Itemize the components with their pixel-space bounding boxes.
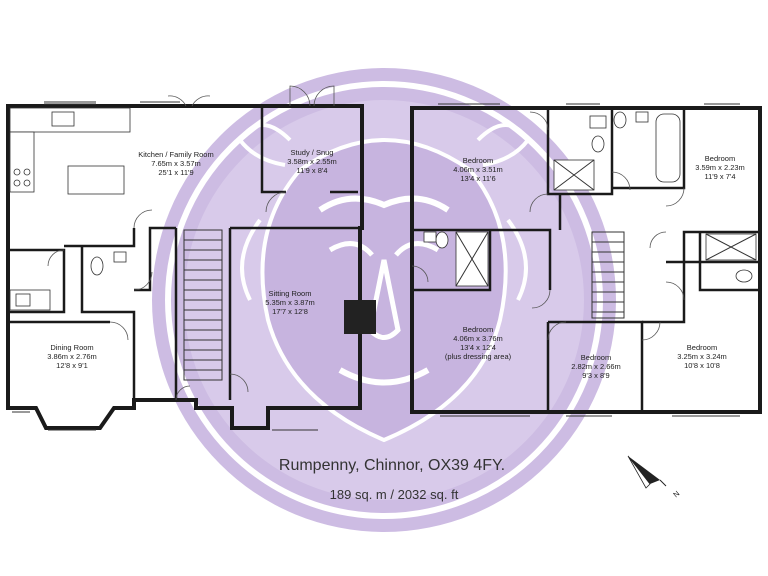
wc-fixtures xyxy=(90,251,127,276)
svg-text:3.25m x 3.24m: 3.25m x 3.24m xyxy=(677,352,727,361)
svg-text:Kitchen / Family Room: Kitchen / Family Room xyxy=(138,150,213,159)
ground-floor xyxy=(6,85,376,431)
fireplace xyxy=(344,300,376,334)
room-label-bedroom-3: Bedroom 4.06m x 3.76m 13'4 x 12'4 (plus … xyxy=(445,325,512,361)
property-area: 189 sq. m / 2032 sq. ft xyxy=(330,487,459,502)
svg-text:5.35m x 3.87m: 5.35m x 3.87m xyxy=(265,298,315,307)
svg-text:9'3 x 8'9: 9'3 x 8'9 xyxy=(582,371,609,380)
staircase xyxy=(183,229,223,381)
first-floor xyxy=(410,103,762,417)
room-label-bedroom-2: Bedroom 3.59m x 2.23m 11'9 x 7'4 xyxy=(695,154,745,181)
svg-text:4.06m x 3.76m: 4.06m x 3.76m xyxy=(453,334,503,343)
svg-text:17'7 x 12'8: 17'7 x 12'8 xyxy=(272,307,308,316)
room-label-bedroom-5: Bedroom 3.25m x 3.24m 10'8 x 10'8 xyxy=(677,343,727,370)
svg-text:11'9 x 7'4: 11'9 x 7'4 xyxy=(704,172,735,181)
room-label-bedroom-4: Bedroom 2.82m x 2.66m 9'3 x 8'9 xyxy=(571,353,621,380)
kitchen-units xyxy=(9,107,131,311)
svg-text:13'4 x 11'6: 13'4 x 11'6 xyxy=(460,174,495,183)
svg-text:Bedroom: Bedroom xyxy=(463,156,493,165)
svg-text:12'8 x 9'1: 12'8 x 9'1 xyxy=(56,361,88,370)
svg-text:3.59m x 2.23m: 3.59m x 2.23m xyxy=(695,163,745,172)
svg-text:2.82m x 2.66m: 2.82m x 2.66m xyxy=(571,362,621,371)
svg-text:Bedroom: Bedroom xyxy=(581,353,611,362)
svg-text:Bedroom: Bedroom xyxy=(705,154,735,163)
landing-stairs xyxy=(591,231,625,319)
svg-text:(plus dressing area): (plus dressing area) xyxy=(445,352,512,361)
svg-text:Sitting Room: Sitting Room xyxy=(269,289,312,298)
svg-text:Dining Room: Dining Room xyxy=(50,343,93,352)
svg-text:4.06m x 3.51m: 4.06m x 3.51m xyxy=(453,165,503,174)
svg-text:13'4 x 12'4: 13'4 x 12'4 xyxy=(460,343,496,352)
svg-text:Bedroom: Bedroom xyxy=(463,325,493,334)
svg-text:3.86m x 2.76m: 3.86m x 2.76m xyxy=(47,352,97,361)
property-address: Rumpenny, Chinnor, OX39 4FY. xyxy=(279,457,505,474)
compass-icon: N xyxy=(627,455,681,499)
svg-text:Study / Snug: Study / Snug xyxy=(291,148,334,157)
svg-text:3.58m x 2.55m: 3.58m x 2.55m xyxy=(287,157,337,166)
room-label-study: Study / Snug 3.58m x 2.55m 11'9 x 8'4 xyxy=(287,148,337,175)
svg-text:25'1 x 11'9: 25'1 x 11'9 xyxy=(158,168,193,177)
svg-text:Bedroom: Bedroom xyxy=(687,343,717,352)
svg-text:N: N xyxy=(671,489,681,499)
room-label-kitchen: Kitchen / Family Room 7.65m x 3.57m 25'1… xyxy=(138,150,213,177)
svg-text:7.65m x 3.57m: 7.65m x 3.57m xyxy=(151,159,201,168)
bathroom-fixtures xyxy=(423,111,757,287)
svg-text:10'8 x 10'8: 10'8 x 10'8 xyxy=(684,361,720,370)
room-label-bedroom-1: Bedroom 4.06m x 3.51m 13'4 x 11'6 xyxy=(453,156,503,183)
svg-text:11'9 x 8'4: 11'9 x 8'4 xyxy=(296,166,327,175)
room-label-sitting: Sitting Room 5.35m x 3.87m 17'7 x 12'8 xyxy=(265,289,315,316)
room-label-dining: Dining Room 3.86m x 2.76m 12'8 x 9'1 xyxy=(47,343,97,370)
